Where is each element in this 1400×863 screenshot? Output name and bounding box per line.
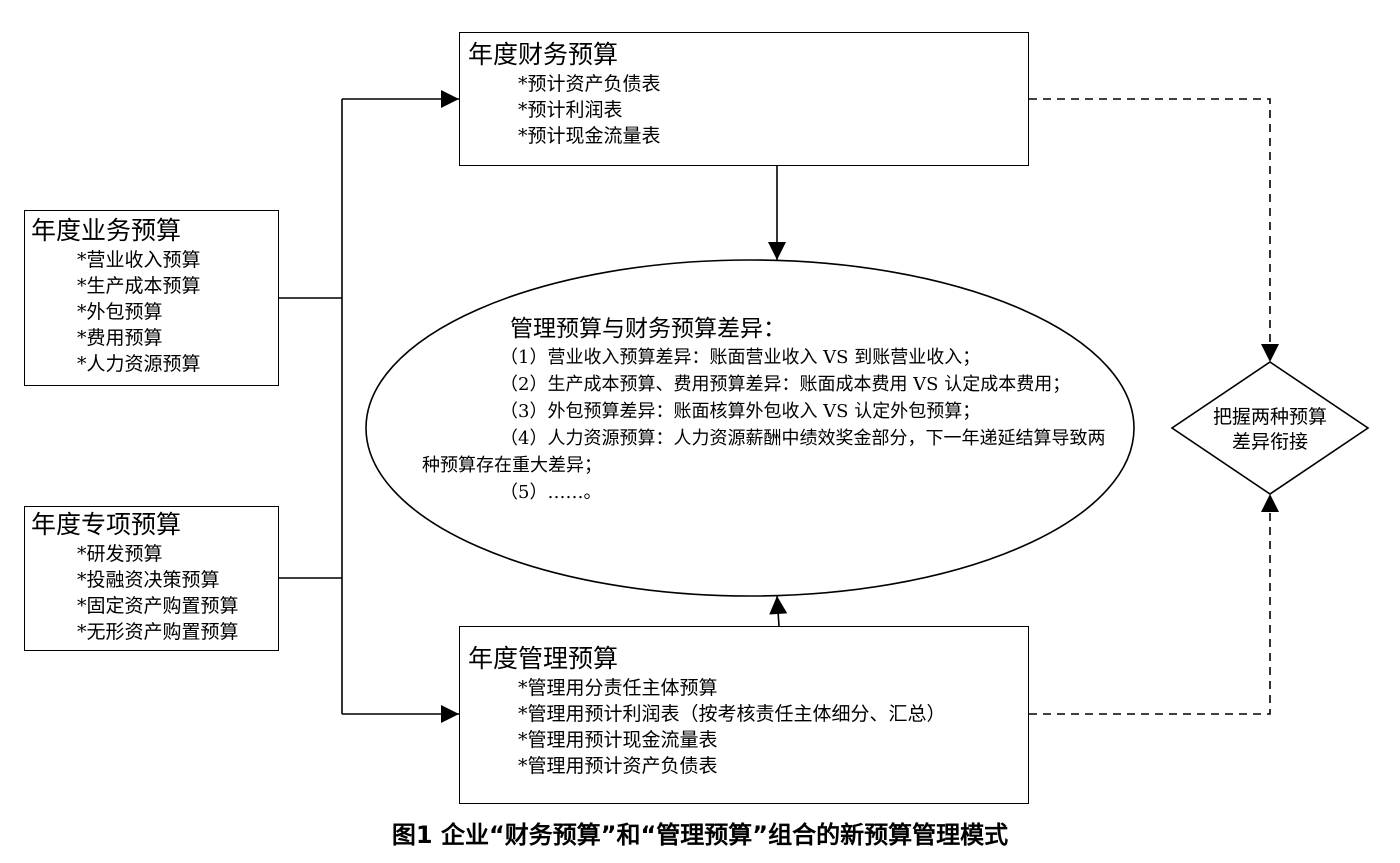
financial-budget-item: *预计现金流量表: [518, 125, 661, 147]
special-budget-title: 年度专项预算: [31, 510, 182, 539]
financial-budget-item: *预计资产负债表: [518, 73, 661, 95]
business-budget-title: 年度业务预算: [31, 216, 182, 245]
difference-item: （4）人力资源预算：人力资源薪酬中绩效奖金部分，下一年递延结算导致两种预算存在重…: [422, 428, 1106, 476]
difference-ellipse: [365, 259, 1135, 597]
difference-item: （3）外包预算差异：账面核算外包收入 VS 认定外包预算；: [500, 401, 981, 422]
arrow-management-to-ellipse: [769, 595, 788, 627]
business-budget-item: *人力资源预算: [77, 353, 201, 375]
special-budget-item: *投融资决策预算: [77, 569, 220, 591]
management-budget-box: 年度管理预算 *管理用分责任主体预算 *管理用预计利润表（按考核责任主体细分、汇…: [459, 626, 1029, 804]
business-budget-item: *营业收入预算: [77, 249, 201, 271]
business-budget-item: *外包预算: [77, 301, 163, 323]
difference-item: （1）营业收入预算差异：账面营业收入 VS 到账营业收入；: [500, 347, 981, 368]
financial-budget-box: 年度财务预算 *预计资产负债表 *预计利润表 *预计现金流量表: [459, 32, 1029, 166]
difference-title: 管理预算与财务预算差异：: [510, 316, 786, 342]
special-budget-item: *固定资产购置预算: [77, 595, 239, 617]
special-budget-item: *无形资产购置预算: [77, 621, 239, 643]
financial-budget-item: *预计利润表: [518, 99, 623, 121]
management-budget-item: *管理用预计资产负债表: [518, 755, 718, 777]
difference-item: （5）……。: [500, 482, 602, 503]
diamond-label-line: 把握两种预算: [1212, 406, 1327, 428]
financial-budget-list: *预计资产负债表 *预计利润表 *预计现金流量表: [518, 71, 1028, 149]
difference-description: 管理预算与财务预算差异： （1）营业收入预算差异：账面营业收入 VS 到账营业收…: [422, 314, 1122, 506]
difference-item: （2）生产成本预算、费用预算差异：账面成本费用 VS 认定成本费用；: [500, 374, 1071, 395]
dashed-arrow-financial-to-diamond: [1029, 98, 1279, 362]
management-budget-item: *管理用预计现金流量表: [518, 729, 718, 751]
management-budget-title: 年度管理预算: [468, 644, 619, 673]
management-budget-item: *管理用预计利润表（按考核责任主体细分、汇总）: [518, 703, 946, 725]
business-budget-item: *费用预算: [77, 327, 163, 349]
figure-caption: 图1 企业“财务预算”和“管理预算”组合的新预算管理模式: [391, 821, 1009, 849]
diamond-label: 把握两种预算 差异衔接: [1185, 405, 1355, 455]
special-budget-list: *研发预算 *投融资决策预算 *固定资产购置预算 *无形资产购置预算: [77, 541, 278, 645]
business-budget-box: 年度业务预算 *营业收入预算 *生产成本预算 *外包预算 *费用预算 *人力资源…: [24, 210, 279, 386]
management-budget-list: *管理用分责任主体预算 *管理用预计利润表（按考核责任主体细分、汇总） *管理用…: [518, 675, 1028, 779]
special-budget-item: *研发预算: [77, 543, 163, 565]
financial-budget-title: 年度财务预算: [468, 40, 619, 69]
diamond-label-line: 差异衔接: [1231, 431, 1308, 453]
business-budget-list: *营业收入预算 *生产成本预算 *外包预算 *费用预算 *人力资源预算: [77, 247, 278, 377]
business-budget-item: *生产成本预算: [77, 275, 201, 297]
special-budget-box: 年度专项预算 *研发预算 *投融资决策预算 *固定资产购置预算 *无形资产购置预…: [24, 506, 279, 651]
management-budget-item: *管理用分责任主体预算: [518, 677, 718, 699]
dashed-arrow-management-to-diamond: [1029, 494, 1279, 715]
